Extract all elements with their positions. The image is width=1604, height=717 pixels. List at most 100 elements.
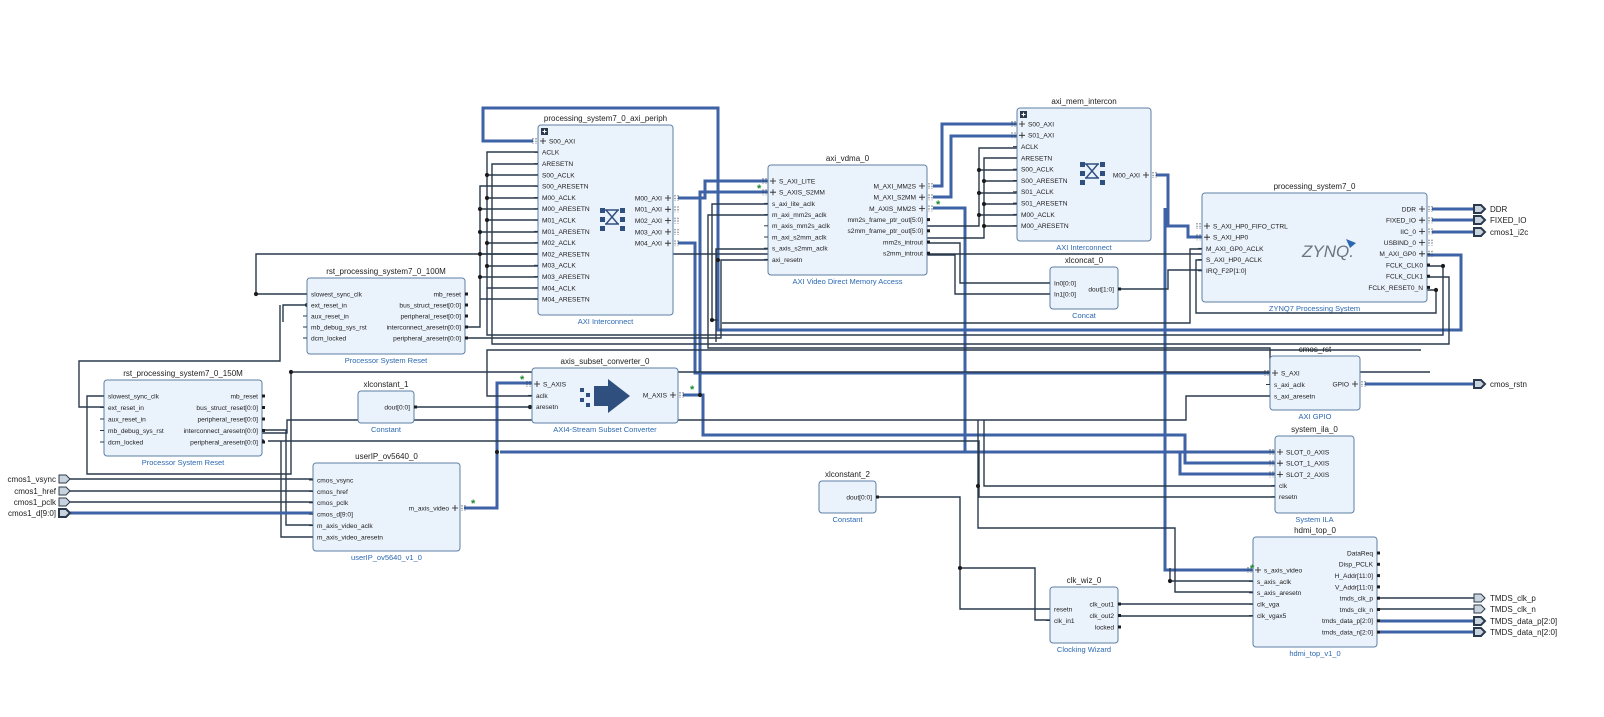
expand-bus-icon[interactable] — [1019, 132, 1025, 139]
pin-m04-aresetn[interactable]: M04_ARESETN — [542, 297, 590, 304]
pin-m-axi-gp0-aclk[interactable]: M_AXI_GP0_ACLK — [1206, 246, 1264, 253]
pin-s-axis-aclk[interactable]: s_axis_aclk — [1257, 579, 1292, 586]
expand-bus-icon[interactable] — [1143, 172, 1149, 178]
pin-s-axi-aresetn[interactable]: s_axi_aresetn — [1274, 393, 1315, 400]
expand-bus-icon[interactable] — [1352, 381, 1358, 387]
gpio-body[interactable] — [1269, 355, 1361, 411]
expand-bus-icon[interactable] — [1419, 228, 1425, 235]
pin-s-axis-aresetn[interactable]: s_axis_aresetn — [1257, 590, 1302, 597]
input-port-cmos1-vsync[interactable]: cmos1_vsync — [8, 474, 71, 484]
ps7-body[interactable] — [1201, 192, 1428, 303]
ila-body[interactable] — [1274, 435, 1355, 514]
pin-m00-aresetn[interactable]: M00_ARESETN — [1021, 223, 1069, 230]
pin-m02-axi[interactable]: M02_AXI — [635, 218, 662, 225]
ov-block[interactable]: userIP_ov5640_0userIP_ov5640_v1_0cmos_vs… — [309, 452, 466, 562]
pin-irq-f2p[interactable]: IRQ_F2P[1:0] — [1206, 268, 1246, 275]
pin-peripheral-aresetn[interactable]: peripheral_aresetn[0:0] — [393, 335, 461, 342]
pin-cmos-vsync[interactable]: cmos_vsync — [317, 477, 354, 484]
pin-mm2s-introut[interactable]: mm2s_introut — [883, 239, 923, 246]
expand-bus-icon[interactable] — [1419, 250, 1425, 257]
pin-slot-1-axis[interactable]: SLOT_1_AXIS — [1286, 461, 1330, 468]
expand-bus-icon[interactable] — [1255, 567, 1261, 573]
pin-cmos-href[interactable]: cmos_href — [317, 489, 348, 496]
pin-aclk[interactable]: ACLK — [542, 150, 560, 157]
pin-datareq[interactable]: DataReq — [1347, 550, 1373, 557]
pin-m01-aresetn[interactable]: M01_ARESETN — [542, 229, 590, 236]
pin-gpio[interactable]: GPIO — [1333, 381, 1350, 388]
expand-bus-icon[interactable] — [665, 206, 671, 213]
hdmi-block[interactable]: hdmi_top_0hdmi_top_v1_0s_axis_videos_axi… — [1247, 526, 1380, 658]
expand-bus-icon[interactable] — [1277, 460, 1283, 467]
pin-aclk[interactable]: aclk — [536, 393, 548, 400]
expand-bus-icon[interactable] — [1019, 121, 1025, 127]
pin-tmds-clk-p[interactable]: tmds_clk_p — [1340, 596, 1374, 603]
output-port-tmds-clk-p[interactable]: TMDS_clk_p — [1473, 593, 1536, 603]
pin-ext-reset-in[interactable]: ext_reset_in — [311, 302, 347, 309]
pin-aresetn[interactable]: aresetn — [536, 404, 558, 411]
output-port-tmds-clk-n[interactable]: TMDS_clk_n — [1473, 604, 1536, 614]
pin-disp-pclk[interactable]: Disp_PCLK — [1339, 562, 1374, 569]
pin-slowest-sync-clk[interactable]: slowest_sync_clk — [311, 291, 363, 298]
pin-clk-in1[interactable]: clk_in1 — [1054, 618, 1075, 625]
expand-bus-icon[interactable] — [770, 178, 776, 184]
expand-bus-icon[interactable] — [1272, 370, 1278, 376]
expand-bus-icon[interactable] — [919, 205, 925, 212]
pin-tmds-clk-n[interactable]: tmds_clk_n — [1340, 607, 1374, 614]
pin-s00-aclk[interactable]: S00_ACLK — [1021, 167, 1054, 174]
pin-aclk[interactable]: ACLK — [1021, 144, 1039, 151]
expand-bus-icon[interactable] — [670, 392, 676, 398]
pin-m00-axi[interactable]: M00_AXI — [1113, 172, 1140, 179]
pin-in0[interactable]: In0[0:0] — [1054, 280, 1076, 287]
pin-s2mm-introut[interactable]: s2mm_introut — [883, 251, 923, 258]
pin-m01-aclk[interactable]: M01_ACLK — [542, 218, 576, 225]
pin-m-axis-video-aresetn[interactable]: m_axis_video_aresetn — [317, 534, 383, 541]
pin-fclk-clk1[interactable]: FCLK_CLK1 — [1386, 274, 1423, 281]
output-port-cmos1-i2c[interactable]: cmos1_i2c — [1473, 227, 1528, 237]
pin-m01-axi[interactable]: M01_AXI — [635, 207, 662, 214]
pin-cmos-d[interactable]: cmos_d[9:0] — [317, 512, 353, 519]
pin-m-axis[interactable]: M_AXIS — [643, 392, 668, 399]
pin-mb-reset[interactable]: mb_reset — [231, 393, 259, 400]
pin-m00-aclk[interactable]: M00_ACLK — [542, 195, 576, 202]
pin-locked[interactable]: locked — [1095, 624, 1114, 631]
pin-usbind-0[interactable]: USBIND_0 — [1384, 240, 1417, 247]
pin-peripheral-aresetn[interactable]: peripheral_aresetn[0:0] — [190, 439, 258, 446]
pin-mb-debug-sys-rst[interactable]: mb_debug_sys_rst — [108, 428, 164, 435]
pin-s-axis-video[interactable]: s_axis_video — [1264, 567, 1302, 574]
input-port-cmos1-href[interactable]: cmos1_href — [14, 486, 71, 496]
pin-v-addr[interactable]: V_Addr[11:0] — [1335, 584, 1373, 591]
input-port-cmos1-pclk[interactable]: cmos1_pclk — [14, 497, 71, 507]
pin-in1[interactable]: In1[0:0] — [1054, 291, 1076, 298]
pin-m00-aclk[interactable]: M00_ACLK — [1021, 212, 1055, 219]
expand-bus-icon[interactable] — [919, 183, 925, 189]
pin-clk[interactable]: clk — [1279, 483, 1288, 490]
pin-slowest-sync-clk[interactable]: slowest_sync_clk — [108, 393, 160, 400]
pin-h-addr[interactable]: H_Addr[11:0] — [1335, 573, 1374, 580]
pin-s-axi-lite[interactable]: S_AXI_LITE — [779, 178, 816, 185]
pin-interconnect-aresetn[interactable]: interconnect_aresetn[0:0] — [184, 428, 259, 435]
pin-m00-axi[interactable]: M00_AXI — [635, 195, 662, 202]
pin-dcm-locked[interactable]: dcm_locked — [311, 335, 347, 342]
expand-bus-icon[interactable] — [665, 217, 671, 224]
pin-dout[interactable]: dout[1:0] — [1088, 286, 1114, 293]
pin-tmds-data-n[interactable]: tmds_data_n[2:0] — [1322, 630, 1373, 637]
pin-tmds-data-p[interactable]: tmds_data_p[2:0] — [1322, 618, 1373, 625]
pin-s-axis-s2mm[interactable]: S_AXIS_S2MM — [779, 190, 825, 197]
pin-clk-vgax5[interactable]: clk_vgax5 — [1257, 613, 1287, 620]
pin-m03-aresetn[interactable]: M03_ARESETN — [542, 274, 590, 281]
pin-clk-out1[interactable]: clk_out1 — [1089, 601, 1114, 608]
pin-s-axi-hp0[interactable]: S_AXI_HP0 — [1213, 235, 1249, 242]
pin-s00-aclk[interactable]: S00_ACLK — [542, 172, 575, 179]
expand-bus-icon[interactable] — [534, 381, 540, 387]
output-port-fixed-io[interactable]: FIXED_IO — [1473, 215, 1526, 225]
expand-bus-icon[interactable] — [1419, 239, 1425, 246]
pin-peripheral-reset[interactable]: peripheral_reset[0:0] — [401, 313, 462, 320]
pin-s01-axi[interactable]: S01_AXI — [1028, 133, 1054, 140]
pin-s2mm-frame-ptr-out[interactable]: s2mm_frame_ptr_out[5:0] — [848, 228, 924, 235]
pin-slot-0-axis[interactable]: SLOT_0_AXIS — [1286, 449, 1330, 456]
